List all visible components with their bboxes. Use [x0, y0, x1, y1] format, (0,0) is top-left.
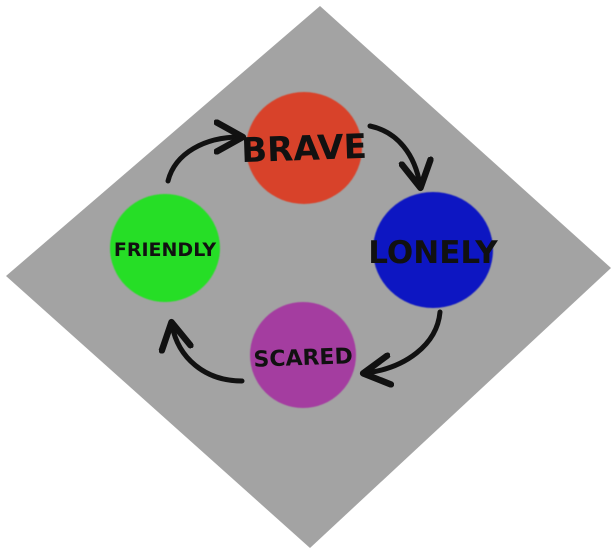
arrow-lonely-to-scared	[366, 309, 443, 373]
background-diamond	[6, 6, 611, 548]
node-brave-label: BRAVE	[241, 127, 368, 171]
node-scared-label: SCARED	[253, 344, 353, 372]
node-lonely-circle	[373, 192, 493, 308]
node-scared-circle	[250, 302, 356, 408]
node-brave: BRAVE	[241, 92, 368, 204]
node-friendly-label: FRIENDLY	[114, 239, 216, 261]
arrow-scared-to-friendly	[172, 325, 245, 384]
arrow-friendly-to-brave	[165, 137, 240, 184]
node-lonely-label: LONELY	[368, 235, 498, 271]
node-brave-circle	[246, 92, 362, 204]
node-friendly-circle	[110, 194, 220, 302]
node-lonely: LONELY	[368, 192, 498, 308]
node-scared: SCARED	[250, 302, 356, 408]
arrow-brave-to-lonely	[367, 123, 420, 185]
node-friendly: FRIENDLY	[110, 194, 220, 302]
